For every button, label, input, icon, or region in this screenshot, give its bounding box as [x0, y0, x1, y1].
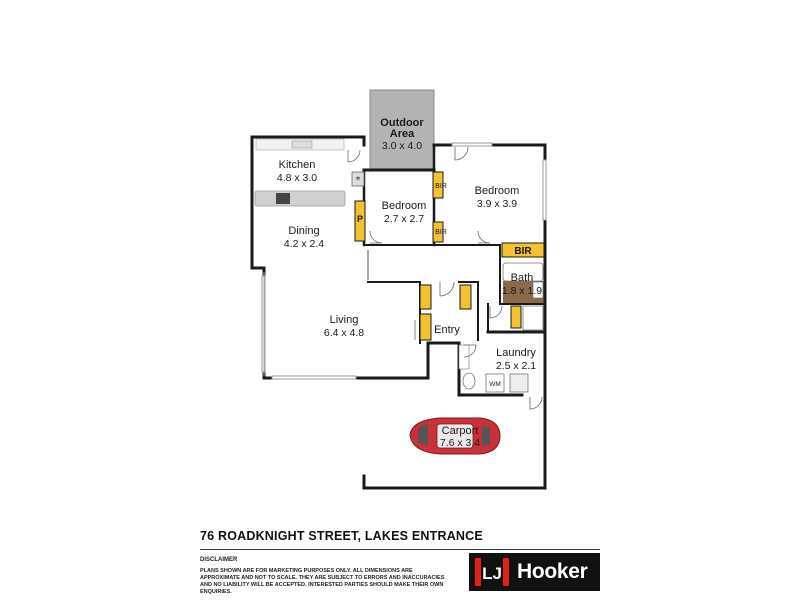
robe-bedroom2-lower: [432, 221, 444, 243]
bath-dims: 1.8 x 1.9: [502, 285, 542, 297]
bedroom2-dims: 3.9 x 3.9: [477, 198, 517, 210]
svg-text:*: *: [356, 175, 361, 186]
bath-name: Bath: [511, 272, 534, 284]
bedroom2-name: Bedroom: [475, 185, 520, 197]
dining-name: Dining: [288, 225, 319, 237]
pantry: [354, 200, 366, 242]
kitchen-island: [254, 190, 346, 207]
disclaimer-title: DISCLAIMER: [200, 557, 238, 563]
outdoor-area-name-line1: Outdoor: [380, 117, 424, 129]
interior-walls: [362, 143, 546, 344]
footer-divider: [200, 549, 600, 550]
living-name: Living: [330, 314, 359, 326]
bedroom1-dims: 2.7 x 2.7: [384, 213, 424, 225]
bir-label-lower: BIR: [435, 229, 447, 236]
floor-plan: * P BIR BIR BIR WM Outdoor: [250, 89, 547, 490]
dining-dims: 4.2 x 2.4: [284, 238, 324, 250]
fridge-icon: *: [351, 171, 365, 187]
cooktop-icon: [276, 193, 290, 204]
logo-mark: LJ: [473, 557, 511, 587]
carport-dims: 7.6 x 3.4: [440, 437, 480, 449]
outdoor-area-name-line2: Area: [390, 128, 415, 140]
wm-label: WM: [489, 381, 501, 388]
kitchen-dims: 4.8 x 3.0: [277, 172, 317, 184]
kitchen-name: Kitchen: [279, 159, 316, 171]
disclaimer-text: PLANS SHOWN ARE FOR MARKETING PURPOSES O…: [200, 568, 445, 595]
carport-name: Carport: [442, 425, 479, 437]
entry-cupboard-left-bottom: [419, 313, 432, 341]
vanity-icon: [532, 281, 544, 299]
toilet-icon: [462, 372, 476, 390]
bir-label-upper: BIR: [435, 183, 447, 190]
door-swings: [263, 146, 543, 410]
entry-cupboard-left-top: [419, 284, 432, 310]
bedroom1-name: Bedroom: [382, 200, 427, 212]
bathtub-icon: [502, 262, 544, 282]
bath-cupboard: [510, 305, 522, 329]
entry-cupboard-right: [459, 284, 472, 310]
outdoor-area-floor: [369, 89, 435, 171]
robe-bir-hall: [501, 242, 545, 258]
laundry-tub-icon: [509, 373, 529, 393]
outdoor-area-dims: 3.0 x 4.0: [382, 140, 422, 152]
sink-icon: [291, 140, 313, 149]
lj-hooker-logo: LJ Hooker: [469, 553, 600, 591]
laundry-dims: 2.5 x 2.1: [496, 360, 536, 372]
svg-text:LJ: LJ: [482, 564, 502, 583]
bir-label-hall: BIR: [514, 246, 532, 257]
robe-bedroom2-upper: [432, 171, 444, 199]
pantry-label: P: [357, 214, 363, 224]
shower-icon: [522, 305, 544, 331]
property-address: 76 ROADKNIGHT STREET, LAKES ENTRANCE: [200, 529, 483, 543]
car-icon: [409, 417, 501, 455]
logo-text: Hooker: [517, 560, 588, 583]
washing-machine-icon: [485, 373, 505, 393]
living-dims: 6.4 x 4.8: [324, 327, 364, 339]
entry-name: Entry: [434, 324, 460, 336]
laundry-name: Laundry: [496, 347, 536, 359]
